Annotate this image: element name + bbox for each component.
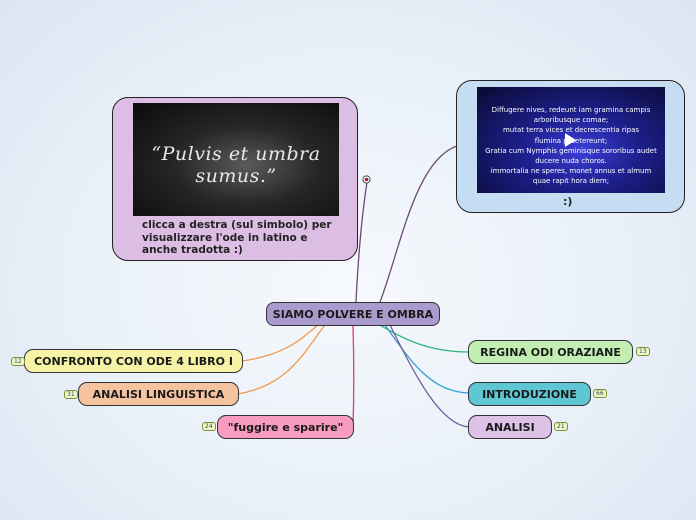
- left-card-caption: clicca a destra (sul simbolo) per visual…: [142, 219, 332, 256]
- link-to-fuggire: [352, 324, 355, 428]
- link-to-right-card: [379, 145, 458, 303]
- link-to-left-card: [355, 181, 368, 303]
- poem-video[interactable]: Diffugere nives, redeunt iam gramina cam…: [477, 87, 665, 193]
- topic-analisi[interactable]: ANALISI: [468, 415, 552, 439]
- topic-confronto-count[interactable]: 12: [11, 357, 25, 366]
- topic-fuggire-count[interactable]: 24: [202, 422, 216, 431]
- poem-line: mutat terra vices et decrescentia ripas: [502, 126, 640, 135]
- link-to-introduzione: [384, 324, 470, 394]
- pulvis-image-text: “Pulvis et umbra sumus.”: [151, 143, 321, 187]
- topic-confronto[interactable]: CONFRONTO CON ODE 4 LIBRO I: [24, 349, 243, 373]
- topic-introduzione-count[interactable]: 66: [593, 389, 607, 398]
- topic-fuggire[interactable]: "fuggire e sparire": [217, 415, 354, 439]
- topic-regina[interactable]: REGINA ODI ORAZIANE: [468, 340, 633, 364]
- link-to-analisi-linguistica: [237, 324, 326, 395]
- pulvis-image: “Pulvis et umbra sumus.”: [133, 103, 339, 216]
- right-card-caption: :): [563, 195, 573, 208]
- poem-line: arboribusque comae;: [533, 116, 609, 125]
- poem-line: Diffugere nives, redeunt iam gramina cam…: [491, 106, 651, 114]
- play-icon[interactable]: [565, 133, 576, 147]
- topic-regina-count[interactable]: 13: [636, 347, 650, 356]
- poem-line: ducere nuda choros.: [535, 157, 607, 166]
- poem-line: immortalia ne speres, monet annus et alm…: [490, 167, 652, 176]
- central-topic[interactable]: SIAMO POLVERE E OMBRA: [266, 302, 440, 326]
- link-to-confronto: [241, 324, 319, 362]
- topic-analisi-linguistica-count[interactable]: 31: [64, 390, 78, 399]
- topic-analisi-linguistica[interactable]: ANALISI LINGUISTICA: [78, 382, 239, 406]
- link-icon[interactable]: [362, 175, 371, 184]
- poem-line: quae rapit hora diem;: [532, 177, 610, 186]
- link-to-analisi: [389, 324, 470, 428]
- link-to-regina: [379, 324, 470, 353]
- poem-line: Gratia cum Nymphis geminisque sororibus …: [485, 146, 657, 155]
- topic-introduzione[interactable]: INTRODUZIONE: [468, 382, 591, 406]
- topic-analisi-count[interactable]: 21: [554, 422, 568, 431]
